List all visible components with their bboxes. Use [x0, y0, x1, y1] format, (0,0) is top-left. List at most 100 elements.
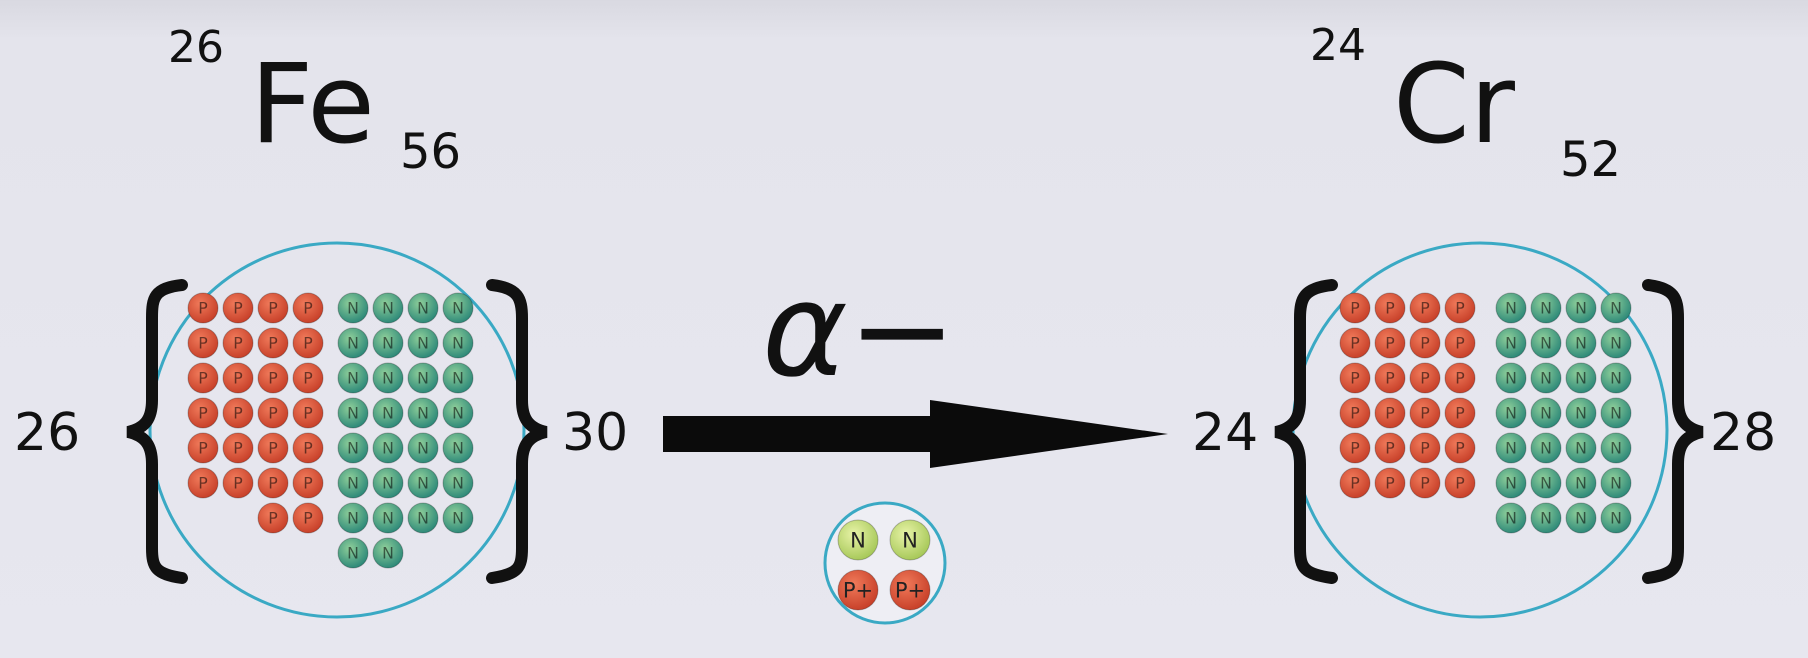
neutron: N	[407, 502, 439, 534]
neutron: N	[1495, 327, 1527, 359]
svg-text:P: P	[233, 299, 243, 318]
iron-neutron-count: 30	[562, 403, 628, 463]
proton: P	[257, 467, 289, 499]
svg-text:P: P	[198, 334, 208, 353]
proton: P	[1374, 362, 1406, 394]
svg-text:P: P	[268, 334, 278, 353]
svg-text:N: N	[1575, 439, 1587, 458]
alpha-proton: P+	[837, 569, 879, 611]
proton: P	[292, 432, 324, 464]
proton: P	[1339, 327, 1371, 359]
proton: P	[187, 327, 219, 359]
decay-arrow	[663, 400, 1168, 468]
svg-text:P: P	[198, 299, 208, 318]
svg-text:N: N	[417, 334, 429, 353]
neutron: N	[1600, 362, 1632, 394]
neutron: N	[337, 327, 369, 359]
chromium-symbol: Cr	[1393, 40, 1516, 168]
svg-text:N: N	[382, 439, 394, 458]
svg-text:N: N	[1610, 404, 1622, 423]
neutron: N	[1495, 502, 1527, 534]
neutron: N	[407, 327, 439, 359]
arrow-head	[930, 400, 1168, 468]
alpha-neutron: N	[837, 519, 879, 561]
neutron: N	[1565, 362, 1597, 394]
svg-text:N: N	[1540, 439, 1552, 458]
proton: P	[1374, 432, 1406, 464]
neutron: N	[1600, 327, 1632, 359]
svg-text:N: N	[1540, 369, 1552, 388]
svg-text:N: N	[417, 299, 429, 318]
neutron: N	[337, 292, 369, 324]
neutron: N	[1495, 362, 1527, 394]
svg-text:N: N	[452, 474, 464, 493]
svg-text:N: N	[382, 474, 394, 493]
proton: P	[292, 467, 324, 499]
arrow-shaft	[663, 416, 933, 452]
proton: P	[1444, 397, 1476, 429]
neutron: N	[442, 362, 474, 394]
svg-text:P: P	[1350, 474, 1360, 493]
neutron: N	[407, 467, 439, 499]
svg-text:N: N	[1575, 474, 1587, 493]
svg-text:N: N	[347, 509, 359, 528]
iron-atomic-number: 26	[168, 22, 224, 73]
svg-text:N: N	[1610, 474, 1622, 493]
svg-text:N: N	[1505, 404, 1517, 423]
proton: P	[1339, 467, 1371, 499]
proton: P	[1374, 327, 1406, 359]
iron-nucleus-outline	[148, 241, 526, 619]
neutron: N	[1530, 362, 1562, 394]
neutron: N	[372, 397, 404, 429]
svg-text:P: P	[1350, 369, 1360, 388]
proton: P	[222, 467, 254, 499]
svg-text:P: P	[303, 369, 313, 388]
svg-text:P: P	[198, 439, 208, 458]
neutron: N	[1530, 327, 1562, 359]
neutron: N	[372, 502, 404, 534]
neutron: N	[1600, 467, 1632, 499]
svg-text:N: N	[347, 404, 359, 423]
svg-text:N: N	[347, 439, 359, 458]
svg-text:N: N	[1540, 509, 1552, 528]
svg-text:P: P	[1455, 369, 1465, 388]
svg-text:N: N	[850, 529, 866, 553]
proton: P	[187, 292, 219, 324]
svg-text:N: N	[417, 369, 429, 388]
proton: P	[257, 432, 289, 464]
svg-text:N: N	[1610, 299, 1622, 318]
neutron: N	[1495, 432, 1527, 464]
svg-text:P: P	[1420, 299, 1430, 318]
svg-text:P+: P+	[895, 579, 925, 603]
neutron: N	[372, 467, 404, 499]
proton: P	[292, 327, 324, 359]
svg-text:P: P	[303, 439, 313, 458]
svg-text:N: N	[1575, 404, 1587, 423]
neutron: N	[337, 467, 369, 499]
svg-text:P: P	[1350, 439, 1360, 458]
proton: P	[1444, 327, 1476, 359]
proton: P	[1444, 432, 1476, 464]
svg-text:N: N	[1610, 439, 1622, 458]
proton: P	[222, 432, 254, 464]
proton: P	[257, 327, 289, 359]
svg-text:N: N	[417, 404, 429, 423]
svg-text:P: P	[1385, 299, 1395, 318]
svg-text:P: P	[233, 474, 243, 493]
svg-text:N: N	[382, 299, 394, 318]
chromium-proton-count: 24	[1192, 403, 1258, 463]
proton: P	[292, 292, 324, 324]
svg-text:N: N	[1505, 334, 1517, 353]
iron-proton-count: 26	[14, 403, 80, 463]
proton: P	[1339, 292, 1371, 324]
svg-text:N: N	[347, 474, 359, 493]
neutron: N	[1565, 327, 1597, 359]
neutron: N	[337, 362, 369, 394]
svg-text:P: P	[1455, 474, 1465, 493]
neutron: N	[1530, 397, 1562, 429]
neutron: N	[1565, 467, 1597, 499]
neutron: N	[372, 327, 404, 359]
neutron: N	[407, 397, 439, 429]
neutron: N	[1530, 467, 1562, 499]
